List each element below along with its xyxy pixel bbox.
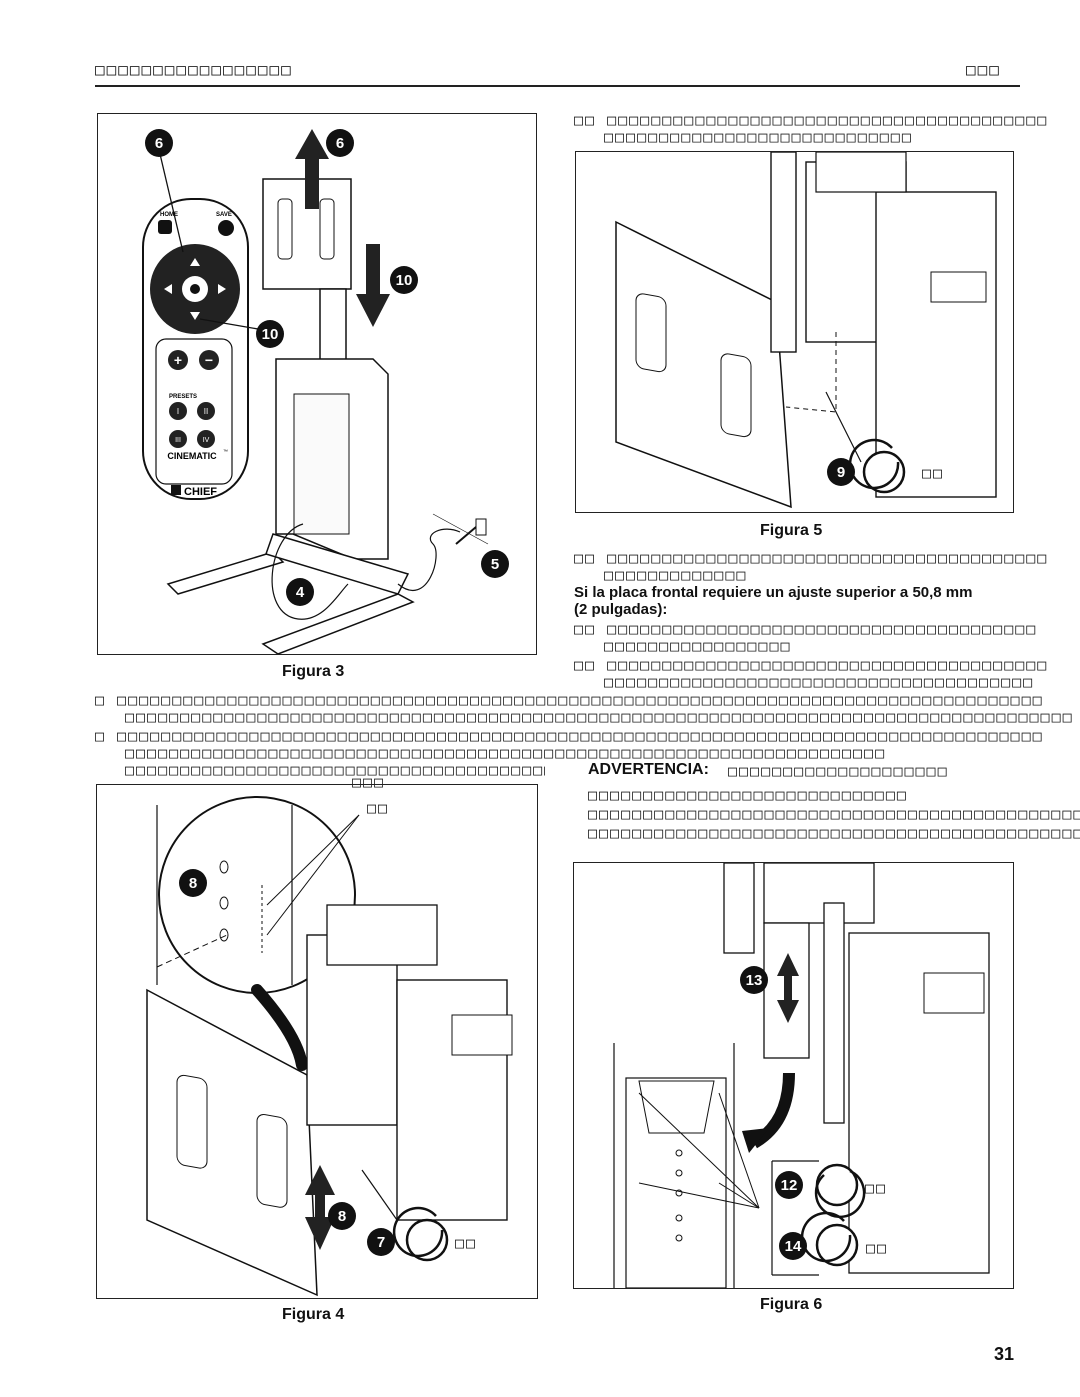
figure-4-box: □□□ □□ 8 8 7 □□ [96, 773, 538, 1299]
step-text: □□□□□□□□□□□□□□□□□□□□□□□□□□□□ [604, 128, 913, 146]
callout-14: 14 [779, 1232, 807, 1260]
step-text: □□□□□□□□□□□□□□□□□□□□□□□□□□□□□□□□□□□□□□□□… [125, 744, 887, 762]
figure-4-caption: Figura 4 [282, 1306, 345, 1323]
warning-label: ADVERTENCIA: [588, 761, 709, 778]
callout-10-remote: 10 [256, 320, 284, 348]
wrench-icon [815, 1223, 859, 1267]
condition-line-2: (2 pulgadas): [574, 601, 668, 618]
warning-text: □□□□□□□□□□□□□□□□□□□□□□□□□□□□□ [588, 786, 908, 804]
callout-8-plate: 8 [328, 1202, 356, 1230]
step-text: □□ □□□□□□□□□□□□□□□□□□□□□□□□□□□□□□□□□□□□□… [574, 549, 1049, 567]
step-text: □□□□□□□□□□□□□□□□□□□□□□□□□□□□□□□□□□□□□□□ [125, 761, 545, 779]
figure-4-label: □□ [455, 1234, 478, 1252]
wrench-icon [862, 450, 906, 494]
step-text: □□□□□□□□□□□□□ [604, 566, 748, 584]
step-text: □□□□□□□□□□□□□□□□□□□□□□□□□□□□□□□□□□□□□□□ [604, 673, 1035, 691]
figure-3-illustration: HOME SAVE + − PRESETS I II III IV CINEMA… [142, 129, 489, 655]
figure-4-illustration [146, 796, 513, 1297]
step-text: □□ □□□□□□□□□□□□□□□□□□□□□□□□□□□□□□□□□□□□□… [574, 111, 1049, 129]
save-button [218, 220, 234, 236]
step-text: □□□□□□□□□□□□□□□□□□□□□□□□□□□□□□□□□□□□□□□□… [125, 708, 1074, 726]
figure-6-label: □□ [866, 1239, 889, 1257]
up-arrow-icon [777, 953, 799, 1001]
callout-7: 7 [367, 1228, 395, 1256]
step-text: □ □□□□□□□□□□□□□□□□□□□□□□□□□□□□□□□□□□□□□□… [95, 727, 1044, 745]
figure-5-label: □□ [922, 464, 945, 482]
callout-10-plate: 10 [390, 266, 418, 294]
remote-presets: PRESETS [169, 394, 197, 400]
figure-6-label: □□ [865, 1179, 888, 1197]
down-arrow-icon [777, 1000, 799, 1023]
callout-13: 13 [740, 966, 768, 994]
callout-6-remote: 6 [145, 129, 173, 157]
header-section: □□□ [966, 60, 1001, 79]
remote-save-label: SAVE [216, 212, 232, 218]
figure-4-label: □□ [367, 799, 390, 817]
step-text: □ □□□□□□□□□□□□□□□□□□□□□□□□□□□□□□□□□□□□□□… [95, 691, 1044, 709]
figure-5-illustration [615, 151, 997, 509]
figure-6-caption: Figura 6 [760, 1296, 823, 1313]
figure-6-illustration [613, 862, 990, 1289]
warning-text: □□□□□□□□□□□□□□□□□□□□ [728, 762, 949, 780]
remote-minus: − [205, 352, 213, 368]
home-button [158, 220, 172, 234]
step-text: □□□□□□□□□□□□□□□□□ [604, 637, 792, 655]
down-arrow-icon [356, 244, 390, 327]
preset-1: I [177, 407, 179, 416]
figure-6-box: 13 12 □□ 14 □□ [573, 862, 1014, 1289]
preset-4: IV [203, 437, 210, 444]
figure-5-box: 9 □□ [575, 151, 1014, 513]
condition-line-1: Si la placa frontal requiere un ajuste s… [574, 584, 973, 601]
warning-text: □□□□□□□□□□□□□□□□□□□□□□□□□□□□□□□□□□□□□□□□… [588, 805, 1080, 823]
page-number: 31 [994, 1344, 1015, 1364]
remote-home-label: HOME [160, 212, 178, 218]
preset-3: III [175, 437, 181, 444]
step-text: □□ □□□□□□□□□□□□□□□□□□□□□□□□□□□□□□□□□□□□□… [574, 656, 1049, 674]
warning-text: □□□□□□□□□□□□□□□□□□□□□□□□□□□□□□□□□□□□□□□□… [588, 824, 1080, 842]
callout-6-plate: 6 [326, 129, 354, 157]
remote-tm: ™ [223, 449, 228, 455]
remote-brand: CINEMATIC [167, 451, 217, 461]
wrench-icon [405, 1218, 449, 1262]
header-title: □□□□□□□□□□□□□□□□□ [95, 60, 293, 79]
figure-4-label: □□□ [352, 773, 386, 791]
figure-5-caption: Figura 5 [760, 522, 823, 539]
step-text: □□ □□□□□□□□□□□□□□□□□□□□□□□□□□□□□□□□□□□□□… [574, 620, 1038, 638]
up-arrow-icon [295, 129, 329, 209]
remote-logo: CHIEF [184, 486, 217, 498]
callout-8-detail: 8 [179, 869, 207, 897]
callout-5: 5 [481, 550, 509, 578]
remote-plus: + [174, 352, 182, 368]
preset-2: II [204, 407, 208, 416]
callout-9: 9 [827, 458, 855, 486]
callout-4: 4 [286, 578, 314, 606]
figure-3-box: HOME SAVE + − PRESETS I II III IV CINEMA… [97, 113, 537, 655]
header-rule [95, 85, 1020, 87]
callout-12: 12 [775, 1171, 803, 1199]
figure-3-caption: Figura 3 [282, 663, 345, 680]
